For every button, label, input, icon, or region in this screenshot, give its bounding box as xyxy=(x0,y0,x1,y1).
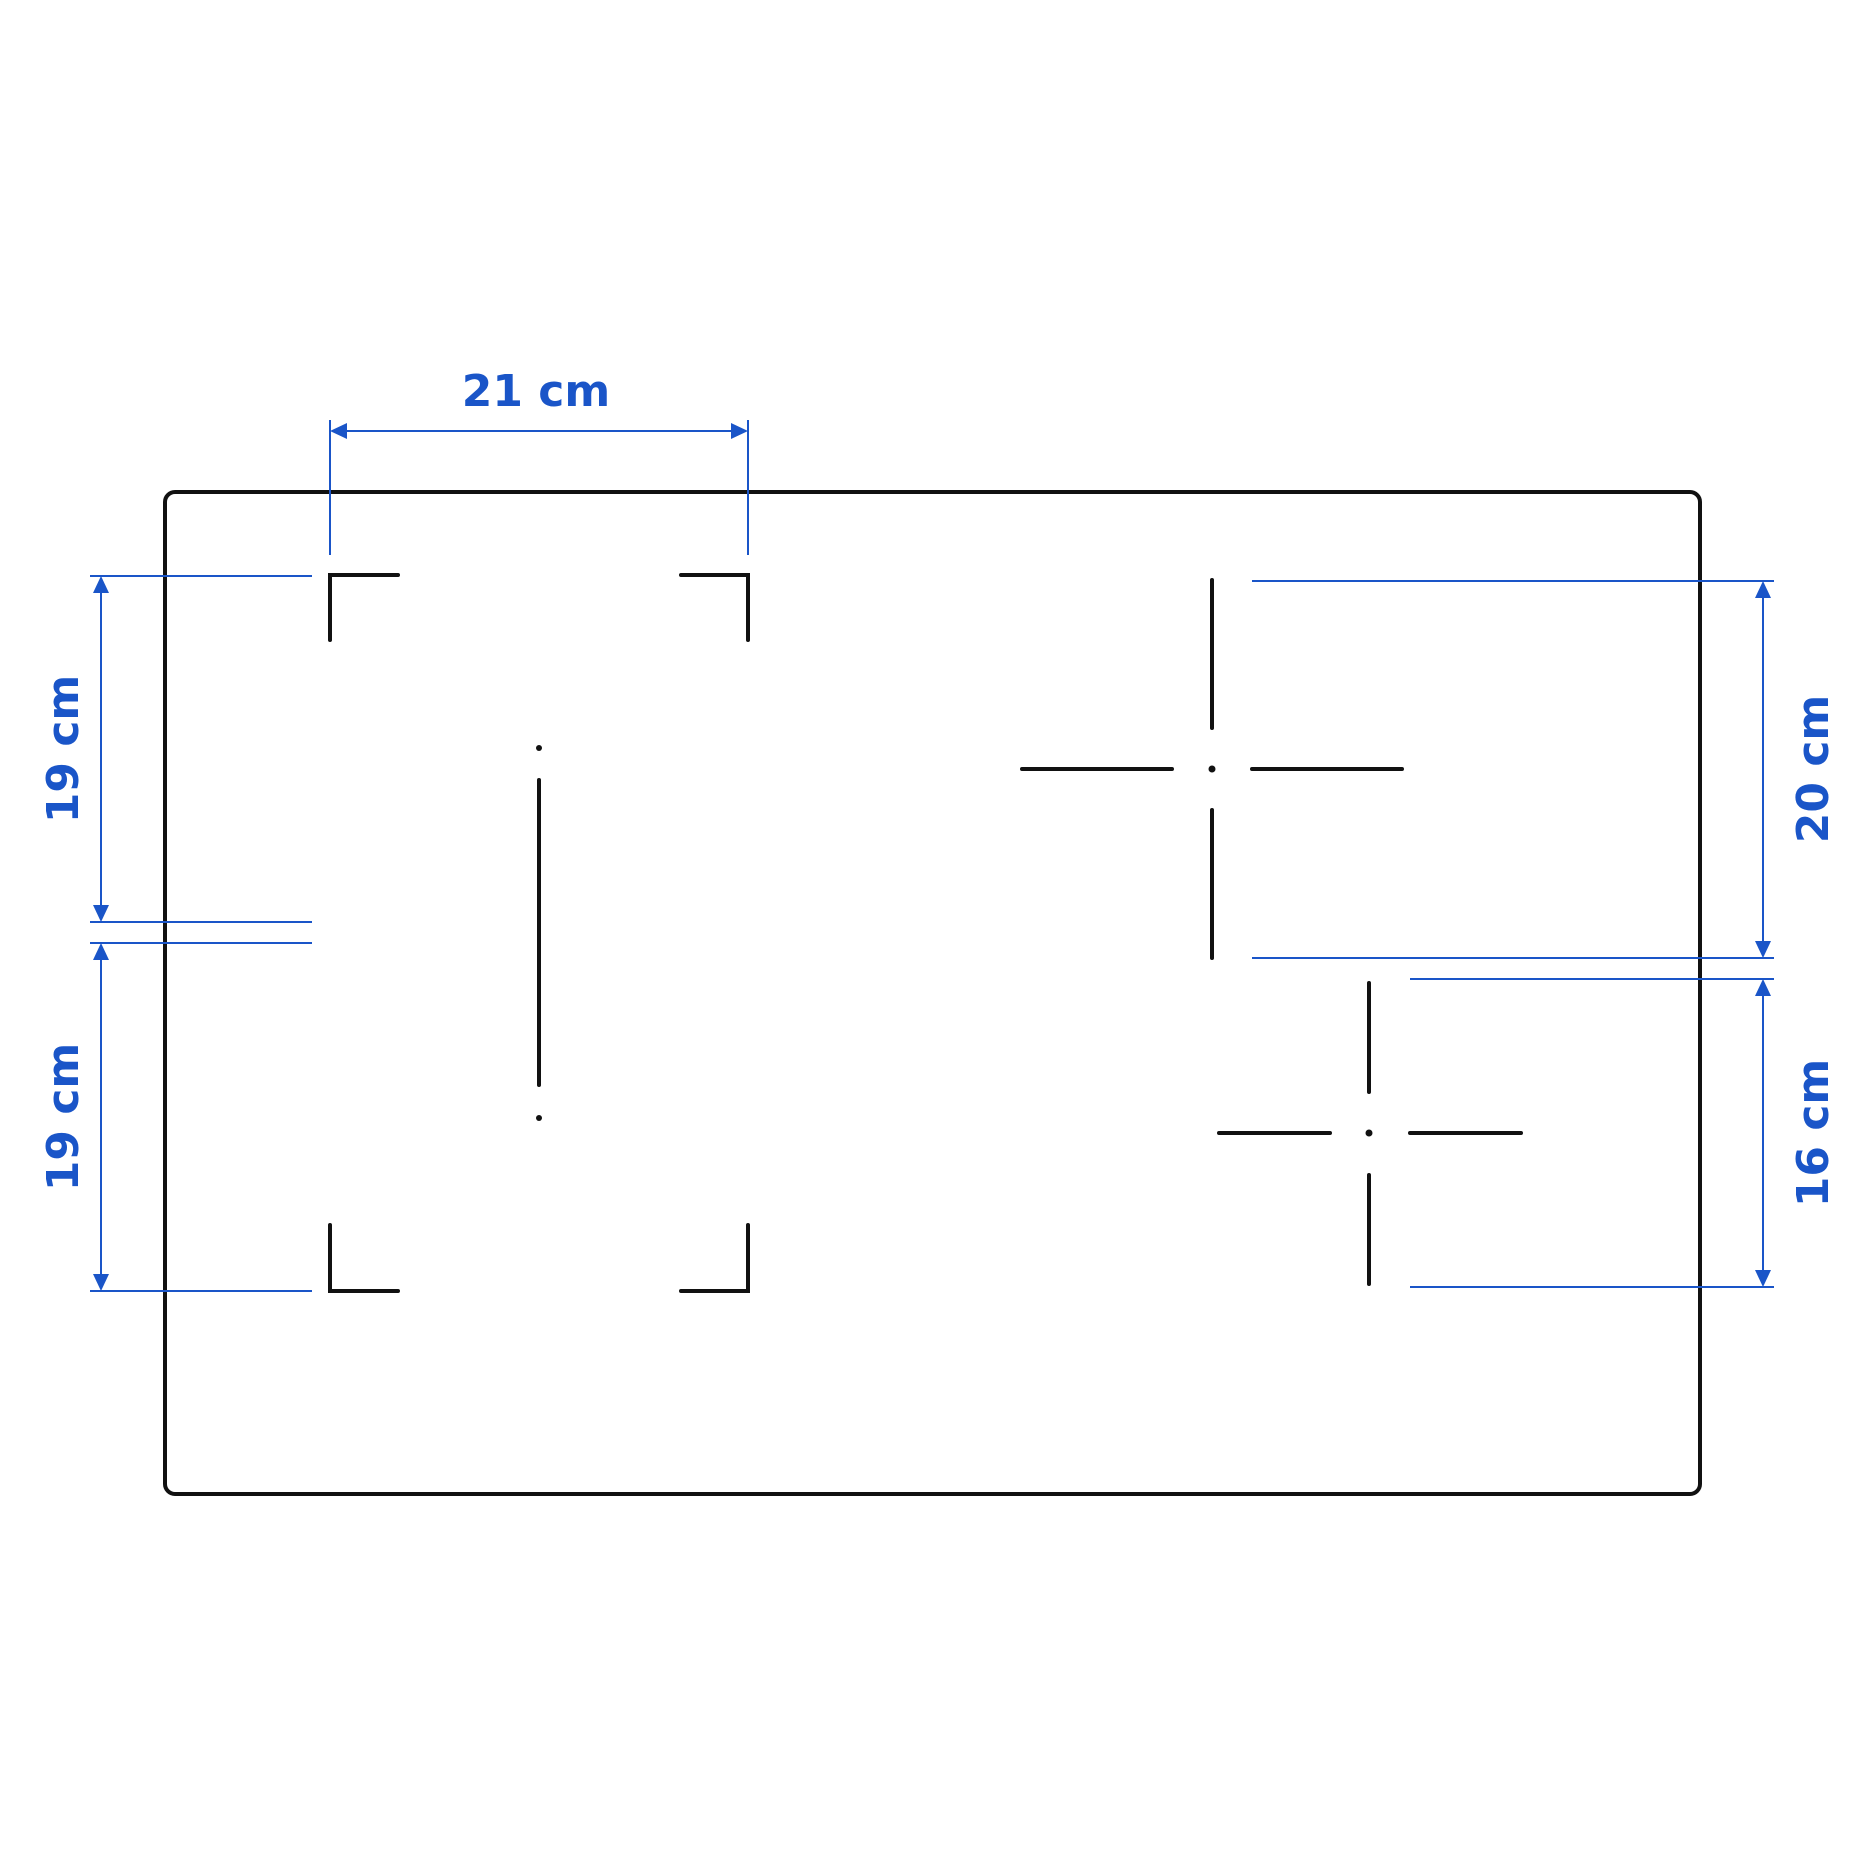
flex-zone-left xyxy=(328,573,750,1293)
dimension-label-left-upper: 19 cm xyxy=(38,675,89,823)
cross-center-dot xyxy=(1365,1129,1373,1137)
arrow-left xyxy=(330,423,347,439)
arrow-top xyxy=(1755,581,1771,598)
arrow-top xyxy=(93,943,109,960)
dimension-left-lower: 19 cm xyxy=(38,942,312,1292)
dimension-label-right-lower: 16 cm xyxy=(1788,1059,1839,1207)
dimension-left-upper: 19 cm xyxy=(38,575,312,923)
cooktop-outline xyxy=(163,490,1702,1496)
corner-mark-bottom-left xyxy=(328,1223,400,1293)
dimension-right-upper: 20 cm xyxy=(1252,580,1839,959)
arrow-top xyxy=(93,576,109,593)
arrow-right xyxy=(731,423,748,439)
dimension-label-width: 21 cm xyxy=(462,366,610,417)
arrow-bottom xyxy=(93,905,109,922)
dimension-zone-width: 21 cm xyxy=(329,366,749,555)
dimension-label-left-lower: 19 cm xyxy=(38,1043,89,1191)
dimension-right-lower: 16 cm xyxy=(1410,978,1839,1288)
divider-dot-top xyxy=(536,745,542,751)
arrow-top xyxy=(1755,979,1771,996)
cooking-zone-lower-right xyxy=(1217,981,1523,1286)
corner-mark-top-left xyxy=(328,573,400,642)
arrow-bottom xyxy=(1755,941,1771,958)
divider-dot-bottom xyxy=(536,1115,542,1121)
arrow-bottom xyxy=(93,1274,109,1291)
corner-mark-top-right xyxy=(679,573,750,642)
cross-center-dot xyxy=(1208,765,1216,773)
cooking-zone-upper-right xyxy=(1020,578,1404,960)
arrow-bottom xyxy=(1755,1270,1771,1287)
corner-mark-bottom-right xyxy=(679,1223,750,1293)
dimension-label-right-upper: 20 cm xyxy=(1788,695,1839,843)
